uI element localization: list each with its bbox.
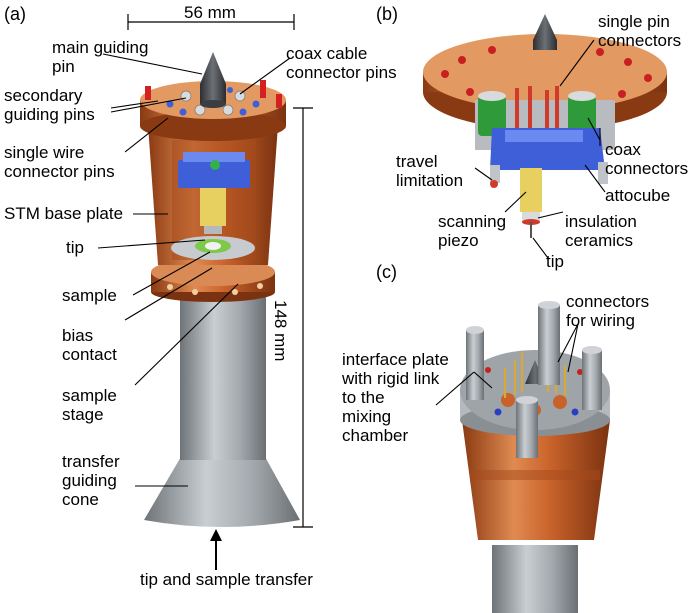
steel-post-right	[582, 350, 602, 410]
label-tip: tip	[66, 238, 84, 257]
transfer-guiding-cone	[144, 455, 300, 527]
scanner-top-plate	[423, 34, 667, 110]
height-dimension: 148 mm	[271, 300, 290, 362]
steel-tube	[180, 295, 266, 460]
label-travel-limitation: travel limitation	[396, 152, 464, 190]
coax-connector-left	[478, 96, 506, 136]
label-coax-cable-connector-pins: coax cable connector pins	[286, 44, 397, 82]
panel-label-c: (c)	[376, 262, 397, 282]
panel-label-a: (a)	[4, 4, 26, 24]
label-sample-stage: sample stage	[62, 386, 117, 424]
stm-drawing	[97, 14, 313, 570]
main-guiding-pin	[200, 52, 226, 104]
scanner-guiding-pin	[533, 14, 557, 50]
steel-post-front	[516, 400, 538, 458]
label-connectors-for-wiring: connectors for wiring	[566, 292, 650, 330]
label-single-wire-connector-pins: single wire connector pins	[4, 143, 115, 181]
label-main-guiding-pin: main guiding pin	[52, 38, 149, 76]
label-tip-and-sample-transfer: tip and sample transfer	[140, 570, 313, 589]
steel-post-left	[466, 330, 484, 400]
panel-label-b: (b)	[376, 4, 398, 24]
label-transfer-guiding-cone: transfer guiding cone	[62, 452, 120, 509]
interface-drawing	[435, 301, 610, 613]
label-coax-connectors: coax connectors	[605, 140, 689, 178]
label-scanner-tip: tip	[546, 252, 564, 271]
coax-connector-right	[568, 96, 596, 136]
width-dimension: 56 mm	[184, 3, 236, 22]
label-single-pin-connectors: single pin connectors	[598, 12, 682, 50]
label-stm-base-plate: STM base plate	[4, 204, 124, 223]
scanning-piezo	[520, 168, 542, 212]
label-bias-contact: bias contact	[62, 326, 117, 364]
label-sample: sample	[62, 286, 117, 305]
steel-post-back	[538, 305, 560, 385]
label-scanning-piezo: scanning piezo	[438, 212, 507, 250]
label-interface-plate: interface plate with rigid link to the m…	[342, 350, 449, 445]
label-insulation-ceramics: insulation ceramics	[565, 212, 637, 250]
label-secondary-guiding-pins: secondary guiding pins	[4, 86, 95, 124]
label-attocube: attocube	[605, 186, 671, 205]
scanner-drawing	[423, 14, 667, 259]
